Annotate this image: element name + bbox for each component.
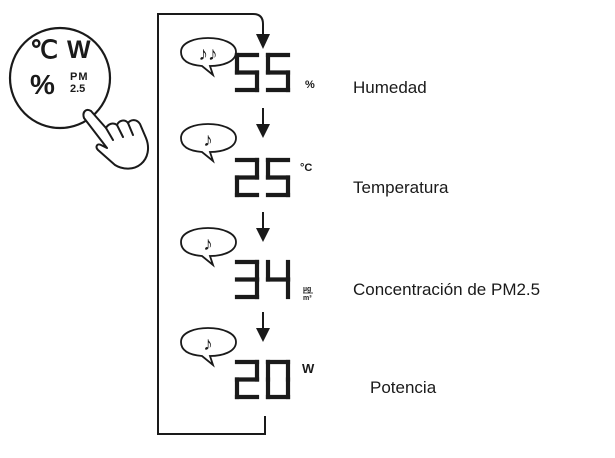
segment-display: 20	[0, 0, 291, 400]
modes-layer: ♪♪ 55% ♪ 25 °C ♪ 34 µg m³ ♪ 20W	[0, 0, 315, 400]
down-arrow-icon	[256, 124, 270, 138]
mode-label: Temperatura	[353, 178, 449, 197]
unit-bottom: m³	[303, 295, 312, 302]
beep-bubble-icon	[180, 123, 237, 164]
beep-bubble-icon	[180, 227, 237, 268]
mode-label: Humedad	[353, 78, 427, 97]
segment-digit	[265, 52, 291, 93]
unit-symbol: °C	[300, 162, 312, 174]
segment-digit	[234, 259, 260, 300]
mode-item: ♪ 25 °C	[180, 108, 312, 198]
beep-bubble-icon	[180, 327, 237, 368]
pm-top-symbol: PM	[70, 71, 89, 83]
segment-digit	[234, 359, 260, 400]
segment-digit	[265, 259, 291, 300]
beep-bubble-icon	[180, 37, 237, 78]
unit-symbol: %	[305, 79, 315, 91]
beep-notes: ♪	[203, 130, 213, 151]
beep-notes: ♪♪	[199, 44, 218, 65]
beep-notes: ♪	[203, 234, 213, 255]
unit-top: µg	[303, 286, 311, 293]
mode-item: ♪ 34 µg m³	[180, 212, 313, 302]
segment-digit	[234, 52, 260, 93]
watt-symbol: W	[67, 36, 91, 64]
down-arrow-icon	[256, 328, 270, 342]
percent-symbol: %	[30, 69, 55, 100]
pm-bottom-symbol: 2.5	[70, 83, 85, 95]
cycle-loop-arrowhead-icon	[256, 34, 270, 49]
down-arrow-icon	[256, 228, 270, 242]
segment-digit	[234, 157, 260, 198]
pressing-hand-icon	[82, 108, 150, 170]
segment-display: 55	[234, 52, 291, 93]
mode-label: Potencia	[370, 378, 437, 397]
mode-button[interactable]: ℃ W % PM 2.5	[8, 26, 112, 130]
unit-symbol: W	[302, 361, 315, 376]
celsius-symbol: ℃	[30, 36, 58, 64]
cycle-loop-line	[157, 13, 266, 435]
mode-item: ♪♪ 55%	[180, 37, 315, 93]
beep-notes: ♪	[203, 334, 213, 355]
segment-digit	[265, 157, 291, 198]
mode-item: ♪ 20W	[0, 0, 315, 400]
mode-label: Concentración de PM2.5	[353, 280, 541, 299]
segment-display: 25	[234, 157, 291, 198]
segment-display: 34	[234, 259, 291, 300]
segment-digit	[265, 359, 291, 400]
display-value: 20	[0, 0, 2, 1]
